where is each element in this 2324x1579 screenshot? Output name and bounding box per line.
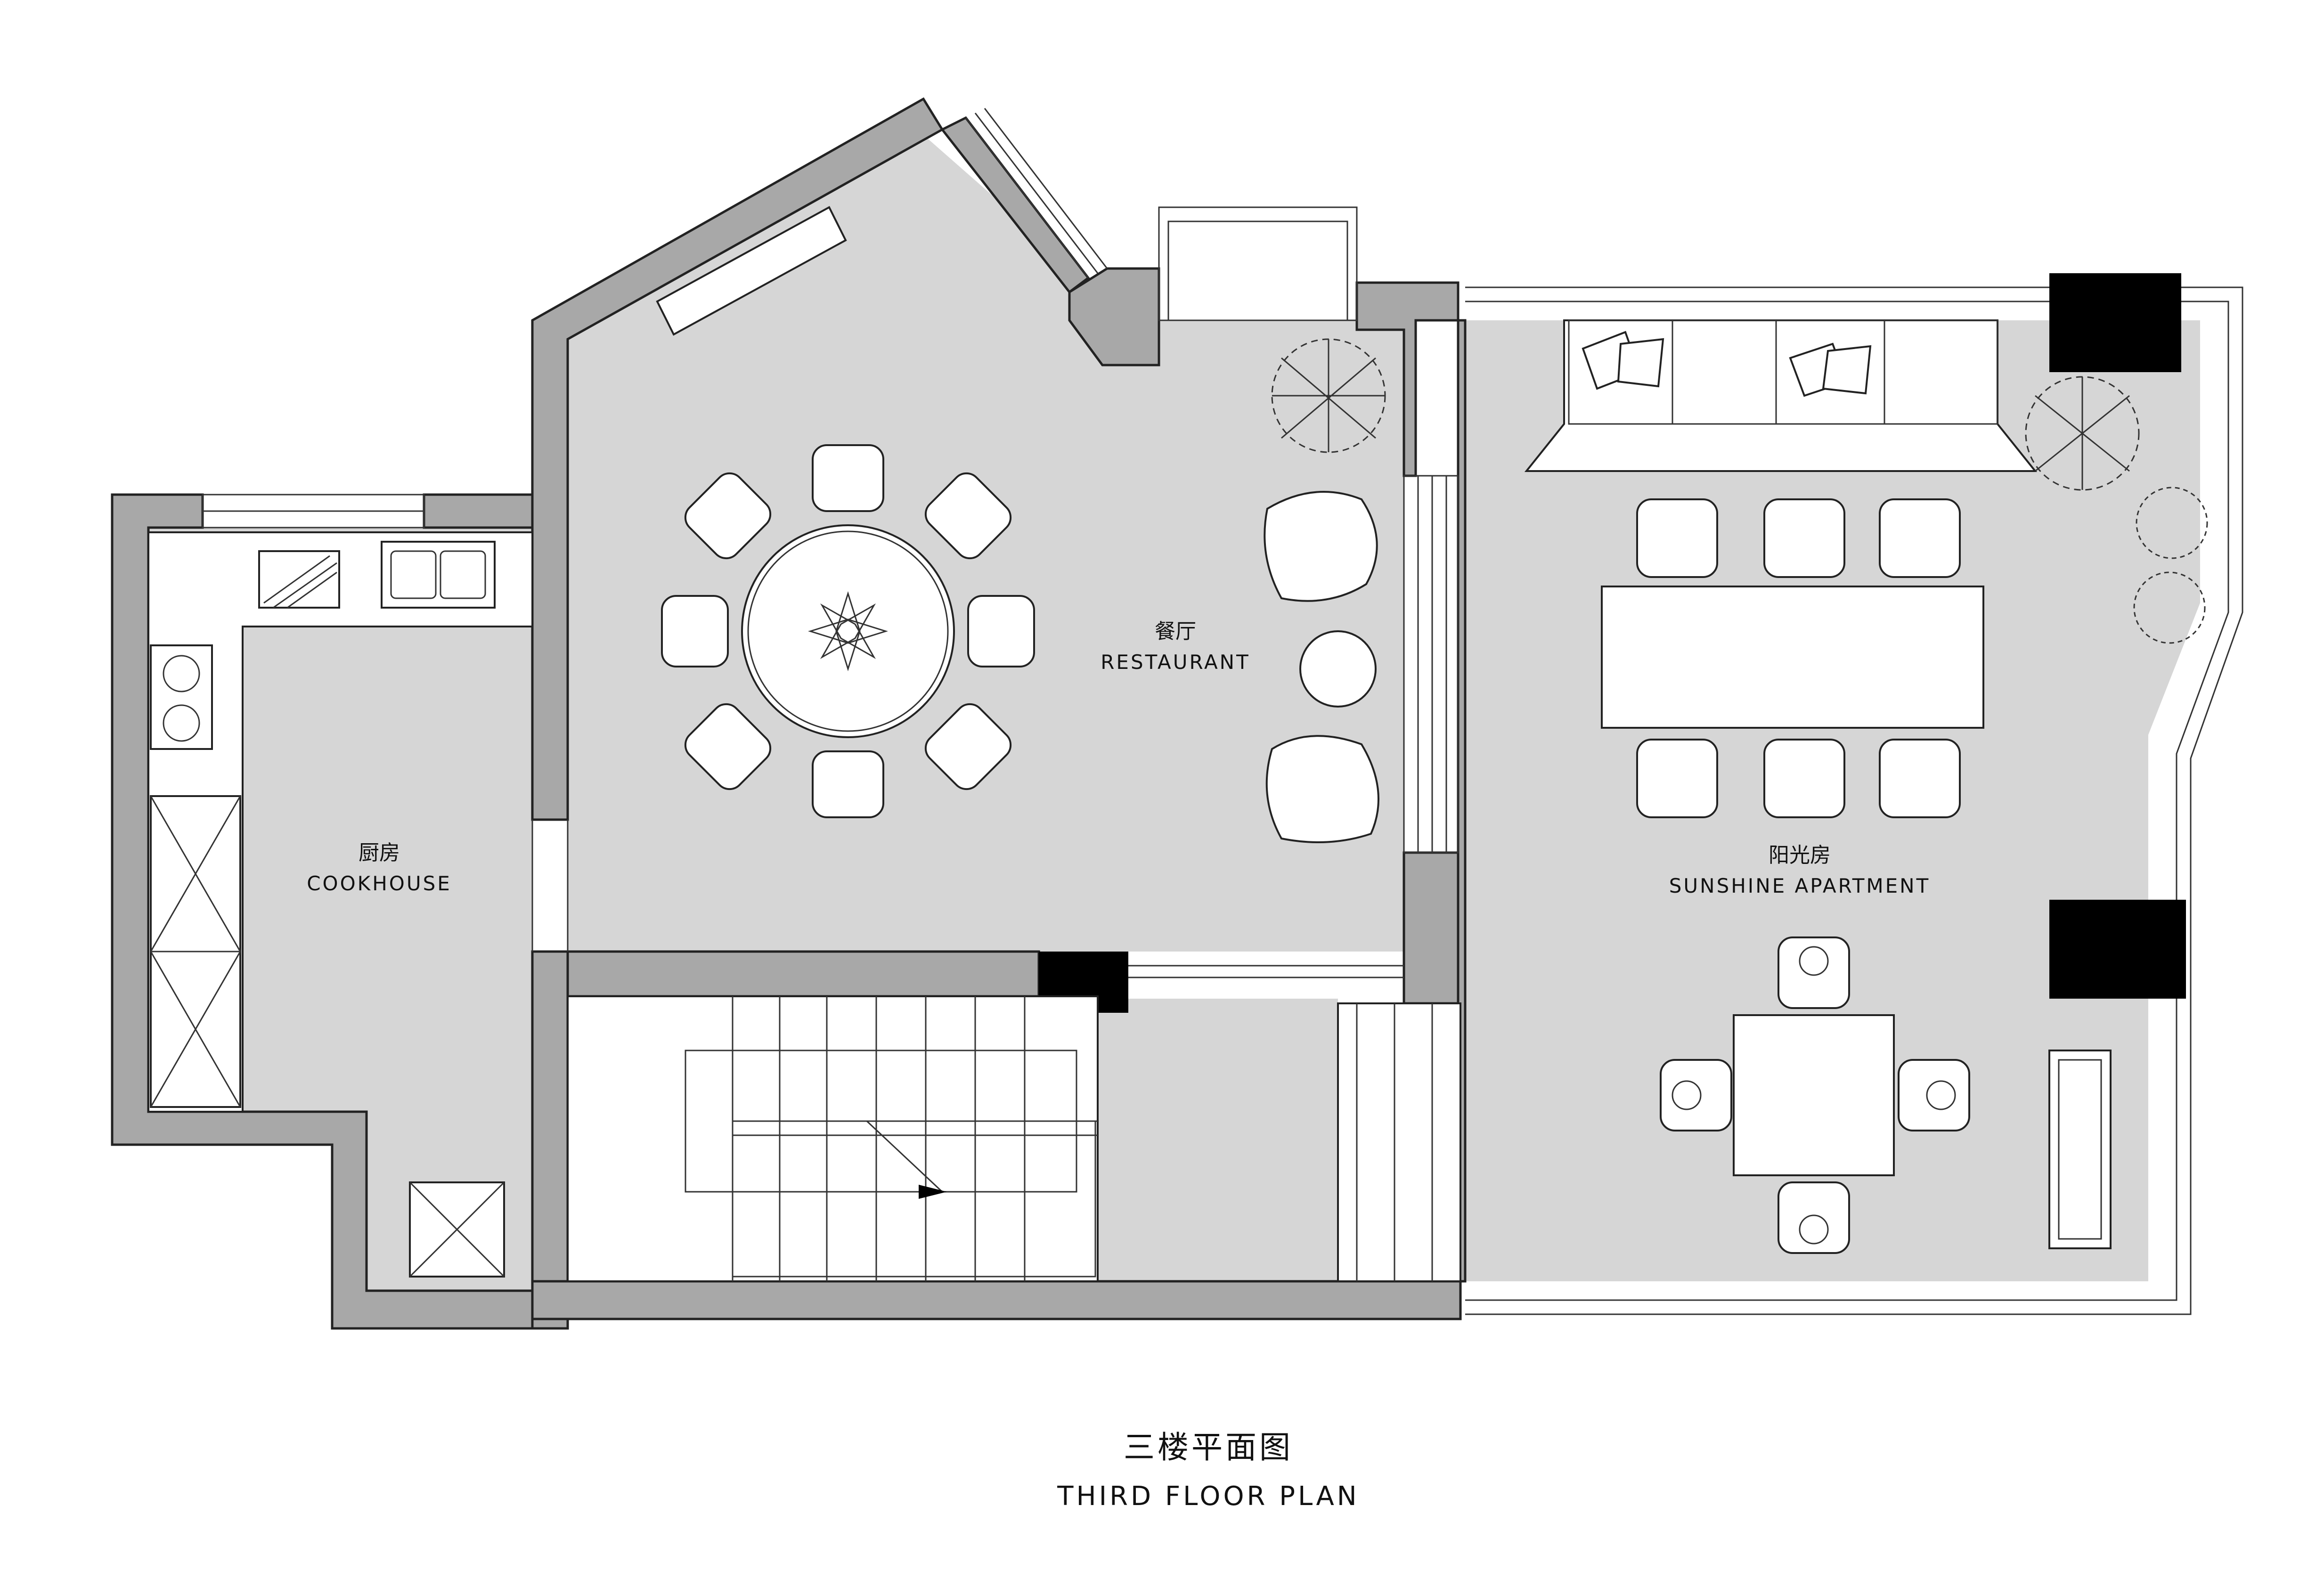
stair-arrow-icon [919,1185,947,1199]
staircase [567,995,1461,1282]
plant-icon [1271,338,1386,453]
square-table [1733,1014,1895,1176]
restaurant-bottom-wall [531,950,1040,998]
room-labels: 餐厅 RESTAURANT 厨房 COOKHOUSE 阳光房 SUNSHINE … [307,619,1931,897]
lounge-chair-upper [1264,491,1378,602]
side-table [1299,630,1377,708]
columns [148,273,2186,1013]
long-table [1601,586,1984,729]
restaurant-label-en: RESTAURANT [1101,651,1250,674]
kitchen-label-cn: 厨房 [359,841,400,865]
restaurant-label-cn: 餐厅 [1155,619,1196,643]
sink [381,541,496,609]
column-sunroom-mid [2049,900,2186,999]
restaurant-right-wall [1403,851,1460,1005]
walls [111,97,1467,1330]
stair-left-wall [531,950,569,1330]
kitchen-top-wall [423,493,534,529]
flower-centerpiece-icon [807,591,889,672]
sunroom-furniture [1524,319,2208,1254]
title-en: THIRD FLOOR PLAN [1057,1481,1359,1512]
kitchen-floor [148,528,532,1291]
landing-floor [1098,999,1338,1281]
stair-area [567,995,1099,1282]
narrow-bench [2048,1050,2112,1249]
round-table [741,524,955,738]
title-cn: 三楼平面图 [1124,1429,1293,1465]
kitchen-label-en: COOKHOUSE [307,872,452,895]
sunroom-label-en: SUNSHINE APARTMENT [1669,874,1931,897]
plant-icon [2025,376,2208,644]
cushion-icon [1582,331,1872,397]
column-sunroom-top [2049,273,2181,372]
stair-bottom-wall [531,1280,1462,1320]
kitchen-furniture [147,531,533,1278]
stair-closet [1337,1002,1461,1282]
restaurant-outer-wall [531,97,944,821]
plan-title: 三楼平面图 THIRD FLOOR PLAN [1057,1429,1359,1512]
seated-person-icon [1660,936,1970,1254]
sunroom-label-cn: 阳光房 [1769,843,1831,867]
cooktop [150,644,213,750]
restaurant-furniture [656,206,1386,843]
lounge-chair-lower [1265,735,1379,843]
sideboard [656,206,847,336]
round-table-chairs [661,444,1035,818]
long-table-chairs [1636,498,1961,818]
